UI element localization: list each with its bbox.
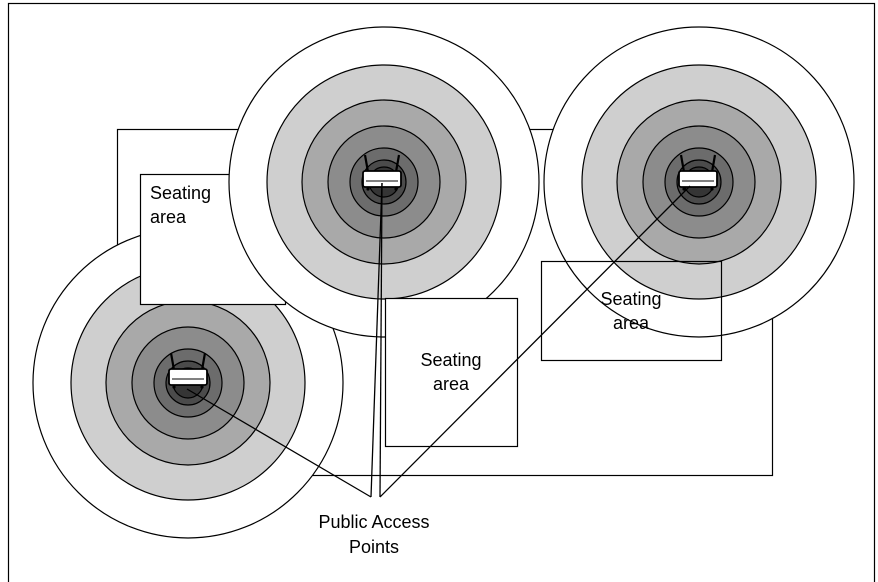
wireless-router-icon: [678, 154, 718, 191]
wireless-router-icon: [168, 352, 208, 389]
seating-label-line1: Seating: [420, 350, 481, 370]
seating-area-center: Seating area: [384, 297, 519, 448]
callout-line-left: [186, 388, 372, 498]
seating-label-line2: area: [150, 207, 187, 227]
seating-label-line1: Seating: [150, 183, 211, 203]
callout-line-center-2: [379, 182, 383, 498]
callout-label-line2: Points: [349, 537, 399, 557]
page-frame: [7, 2, 876, 582]
seating-label-line1: Seating: [600, 289, 661, 309]
callout-label-line1: Public Access: [318, 512, 429, 532]
seating-area-right: Seating area: [540, 260, 723, 362]
seating-label-line2: area: [433, 374, 470, 394]
callout-line-center: [370, 182, 383, 498]
callout-line-right: [379, 185, 691, 498]
seating-label-line2: area: [613, 313, 650, 333]
callout-lines: [186, 182, 691, 498]
